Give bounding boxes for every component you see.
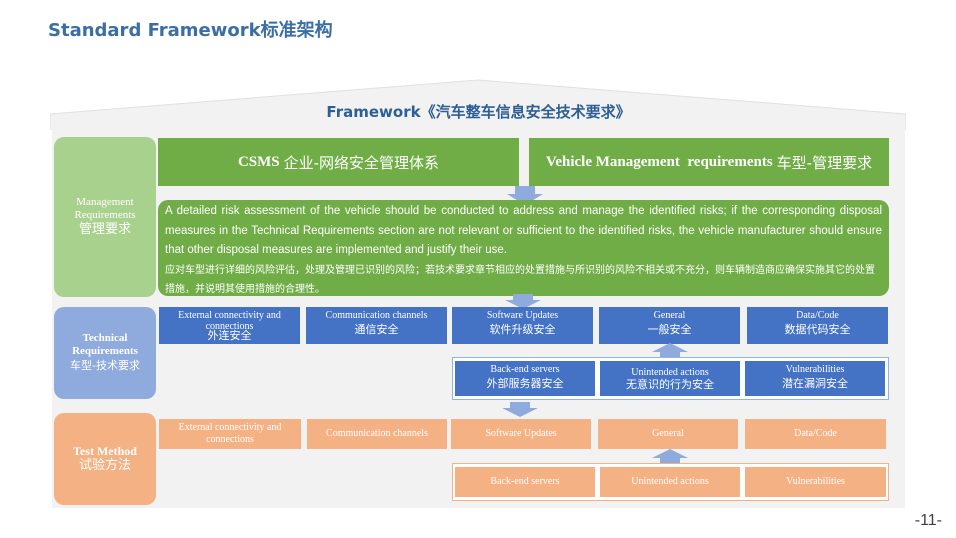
section-technical-cn: 车型-技术要求 [70, 359, 140, 372]
tech-cell-en: External connectivity and connections [178, 310, 281, 332]
tech-cell-cn: 外部服务器安全 [486, 377, 564, 390]
tech-unintended-actions: Unintended actions 无意识的行为安全 [600, 361, 740, 396]
risk-assessment-en: A detailed risk assessment of the vehicl… [165, 205, 882, 256]
tech-cell-cn: 无意识的行为安全 [626, 378, 714, 391]
risk-assessment-box: A detailed risk assessment of the vehicl… [158, 200, 889, 296]
page-title: Standard Framework标准架构 [48, 20, 333, 41]
tech-cell-en: Unintended actions [631, 367, 709, 378]
section-management-cn: 管理要求 [78, 222, 131, 237]
test-vulnerabilities: Vulnerabilities [745, 467, 886, 497]
tech-external-connectivity: External connectivity and connections 外连… [159, 307, 300, 344]
page-number: -11- [914, 512, 942, 529]
risk-assessment-cn: 应对车型进行详细的风险评估，处理及管理已识别的风险；若技术要求章节相应的处置措施… [165, 264, 875, 295]
section-technical: Technical Requirements 车型-技术要求 [54, 307, 156, 399]
tech-cell-cn: 数据代码安全 [784, 323, 851, 336]
test-cell-en: External connectivity and connections [178, 422, 282, 445]
csms-header-en: CSMS [237, 153, 280, 170]
section-test: Test Method 试验方法 [54, 413, 156, 505]
test-cell-en: Vulnerabilities [786, 476, 845, 487]
section-test-cn: 试验方法 [78, 457, 131, 473]
vehicle-header-en: Vehicle Management requirements [545, 153, 773, 170]
test-general: General [598, 419, 738, 449]
test-external-connectivity: External connectivity and connections [159, 419, 301, 449]
arrow-down-icon [507, 186, 543, 205]
tech-cell-cn: 外连安全 [207, 329, 252, 342]
vehicle-header-cn: 车型-管理要求 [776, 153, 873, 172]
test-cell-en: Unintended actions [631, 476, 709, 487]
csms-header-cn: 企业-网络安全管理体系 [283, 153, 440, 172]
section-management: Management Requirements 管理要求 [54, 137, 156, 297]
test-unintended-actions: Unintended actions [600, 467, 740, 497]
test-cell-en: Software Updates [485, 428, 557, 439]
tech-cell-cn: 通信安全 [354, 323, 399, 336]
test-cell-en: Communication channels [326, 428, 428, 439]
test-data-code: Data/Code [745, 419, 886, 449]
tech-software-updates: Software Updates 软件升级安全 [452, 307, 593, 344]
test-software-updates: Software Updates [451, 419, 591, 449]
test-backend-servers: Back-end servers [455, 467, 595, 497]
test-cell-en: General [652, 428, 684, 439]
tech-cell-cn: 软件升级安全 [489, 323, 556, 336]
test-cell-en: Data/Code [794, 428, 837, 439]
tech-cell-en: Data/Code [796, 310, 839, 321]
framework-title: Framework《汽车整车信息安全技术要求》 [326, 103, 631, 121]
tech-communication-channels: Communication channels 通信安全 [306, 307, 447, 344]
tech-data-code: Data/Code 数据代码安全 [747, 307, 888, 344]
tech-cell-en: General [653, 310, 686, 321]
tech-cell-cn: 潜在漏洞安全 [782, 377, 848, 390]
csms-header: CSMS 企业-网络安全管理体系 [158, 138, 519, 186]
framework-roof [50, 79, 906, 130]
section-test-en: Test Method [73, 443, 137, 458]
section-technical-en: Technical Requirements [72, 332, 138, 357]
arrow-up-icon [652, 343, 688, 358]
arrow-up-icon [652, 449, 688, 464]
tech-cell-en: Vulnerabilities [785, 364, 845, 375]
vehicle-header: Vehicle Management requirements 车型-管理要求 [529, 138, 889, 186]
arrow-down-icon [505, 294, 541, 309]
tech-cell-en: Back-end servers [490, 364, 560, 375]
section-management-en: Management Requirements [74, 196, 136, 221]
tech-vulnerabilities: Vulnerabilities 潜在漏洞安全 [745, 361, 885, 396]
test-cell-en: Back-end servers [490, 476, 560, 487]
tech-general: General 一般安全 [599, 307, 740, 344]
tech-cell-en: Communication channels [325, 310, 428, 321]
test-communication-channels: Communication channels [307, 419, 447, 449]
tech-cell-cn: 一般安全 [647, 323, 692, 336]
arrow-down-icon [502, 402, 538, 417]
tech-backend-servers: Back-end servers 外部服务器安全 [455, 361, 595, 396]
tech-cell-en: Software Updates [486, 310, 559, 321]
